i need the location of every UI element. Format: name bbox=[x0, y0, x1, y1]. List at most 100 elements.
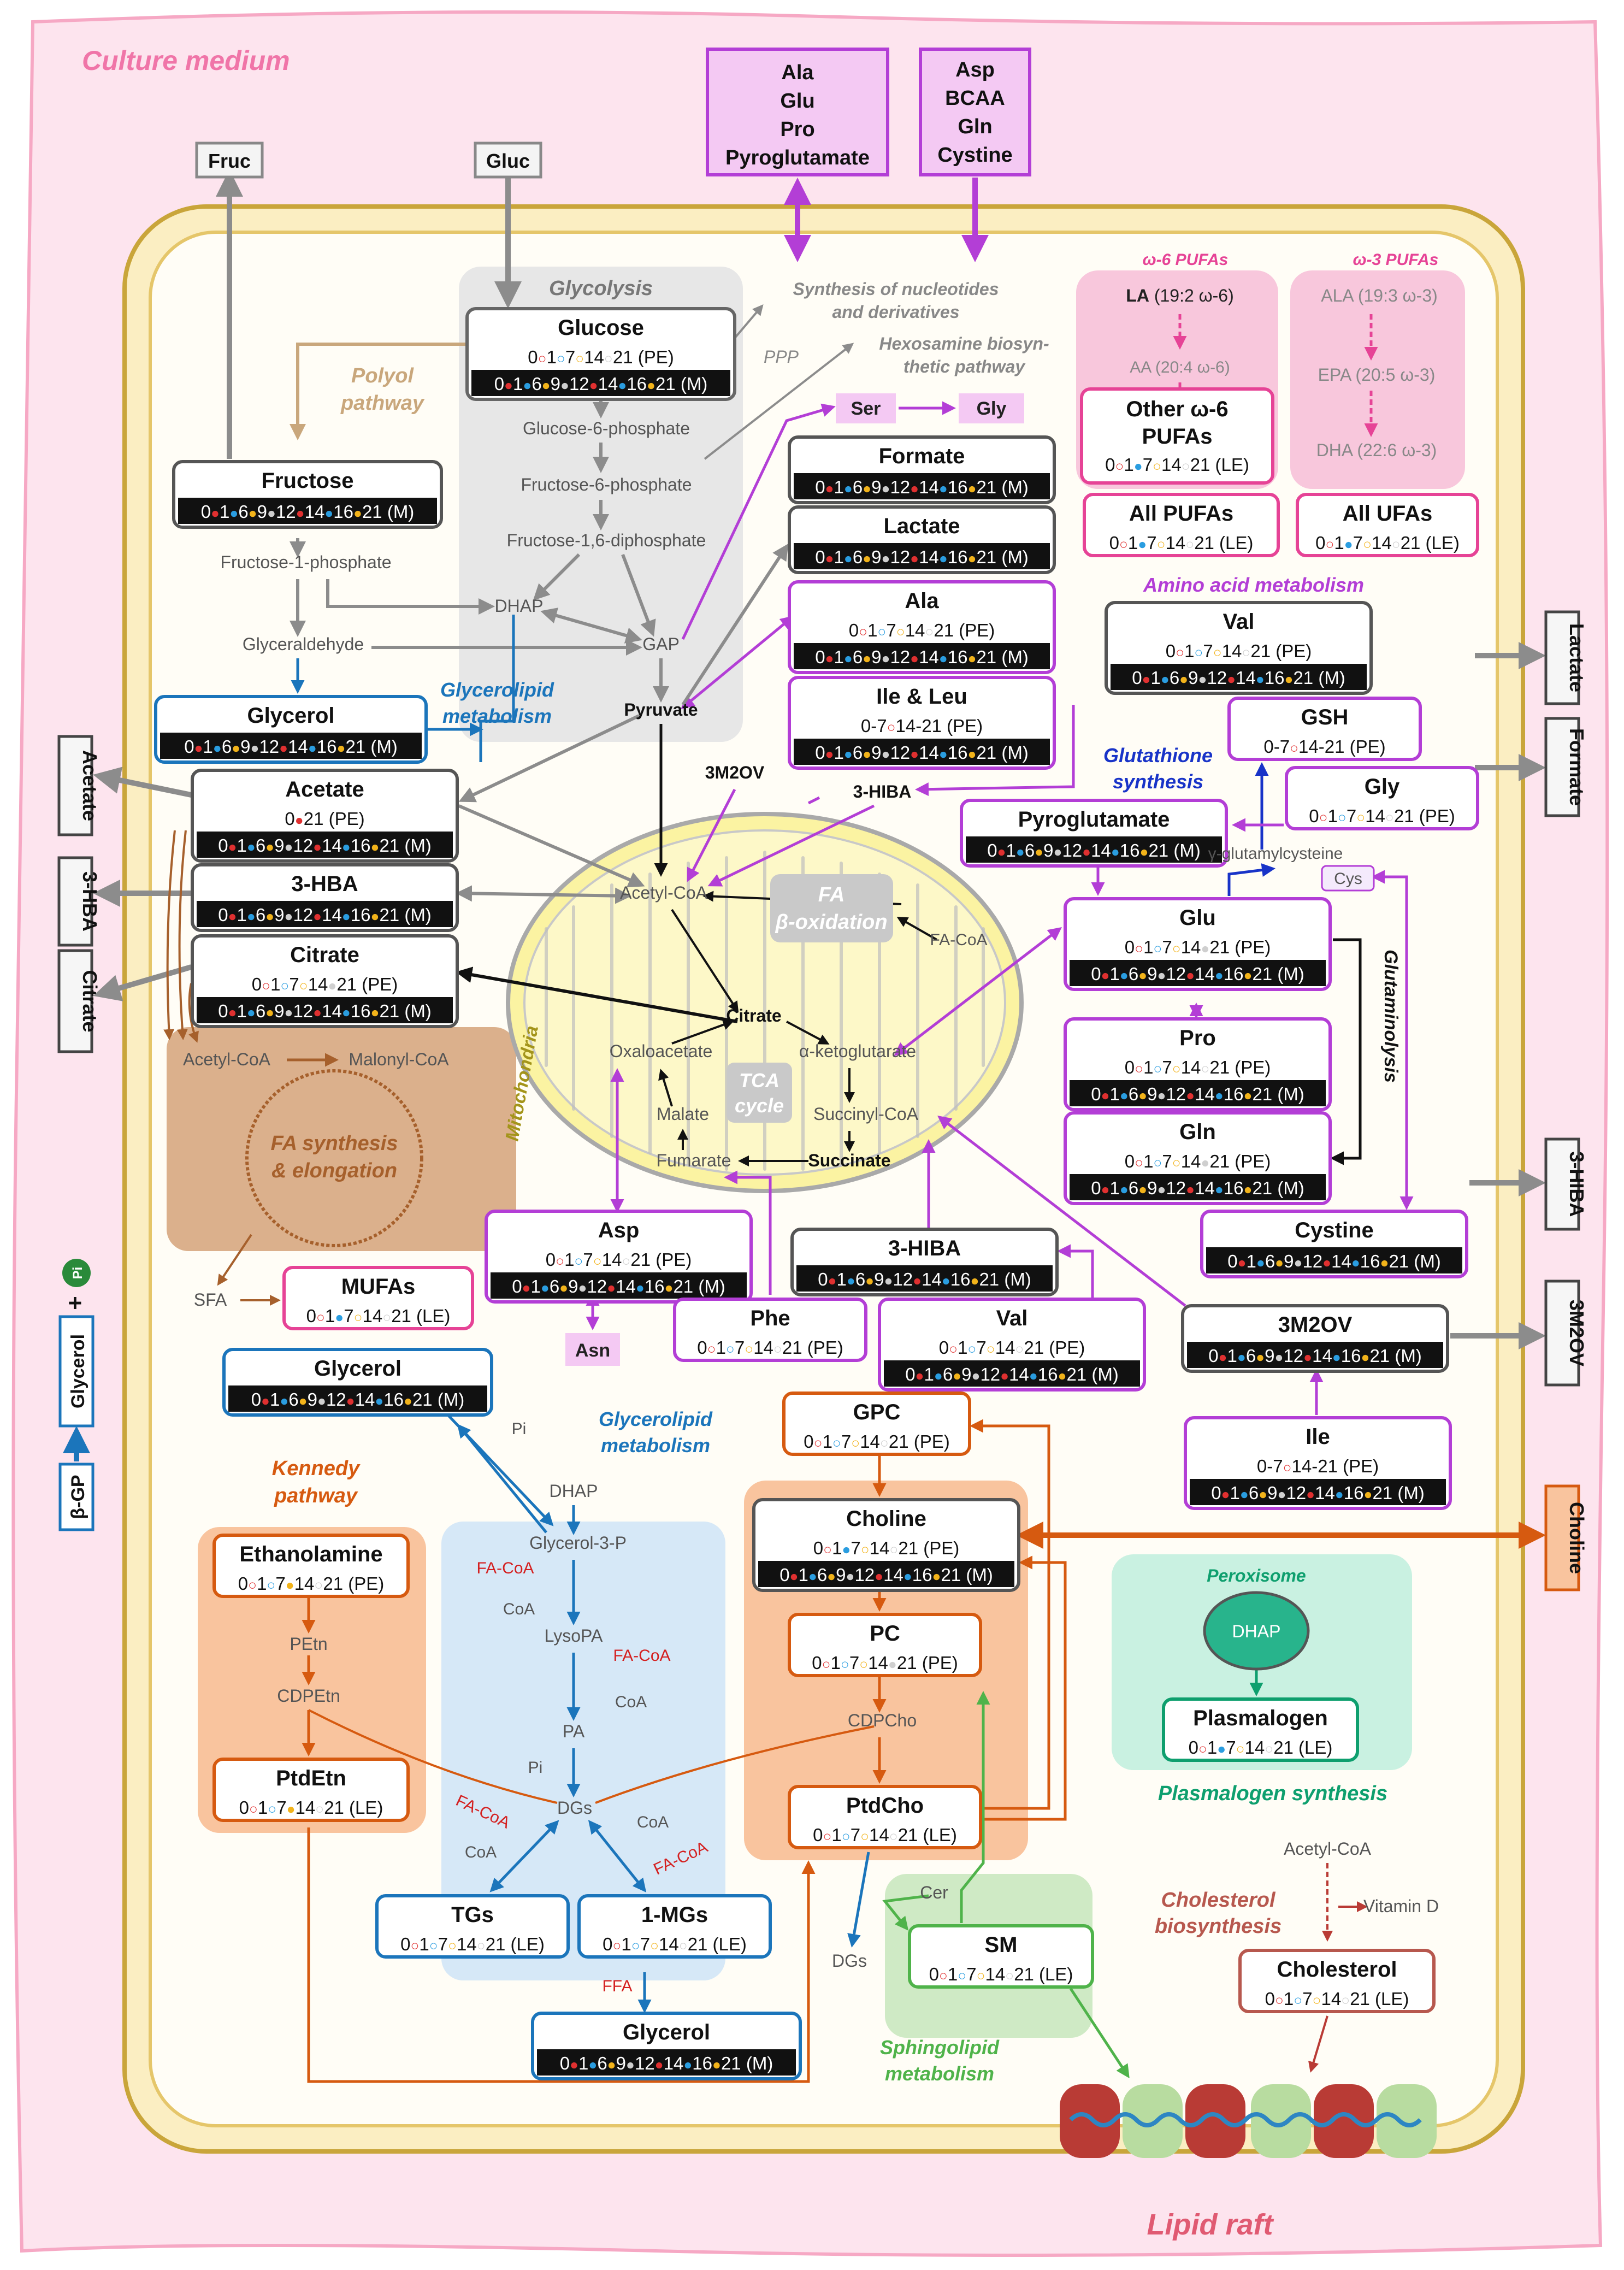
w3-pufa-region bbox=[1290, 270, 1465, 489]
metabolite-name: Glucose bbox=[558, 316, 644, 340]
w3-pufas-label: ω-3 PUFAs bbox=[1353, 251, 1439, 269]
cys-cystine bbox=[1371, 870, 1414, 1210]
out-citrate: Citrate bbox=[79, 970, 101, 1032]
metabolite-name: Ethanolamine bbox=[239, 1542, 382, 1566]
mouse-timecourse-bar bbox=[796, 1265, 1053, 1292]
mouse-timecourse-bar bbox=[1070, 960, 1326, 986]
aa-label: AA (20:4 ω-6) bbox=[1130, 358, 1230, 376]
w6-pufas-label: ω-6 PUFAs bbox=[1143, 251, 1229, 269]
glutathione-synthesis-label: Glutathione bbox=[1103, 744, 1213, 767]
metabolite-box-ethanolamine: Ethanolamine 0○1○7●14○21 (PE) bbox=[212, 1534, 410, 1598]
m2ov-to-acetylcoa bbox=[687, 788, 736, 882]
ileleu-link bbox=[807, 796, 820, 805]
cholesterol-biosynthesis-label: Cholesterol bbox=[1161, 1889, 1275, 1912]
hexosamine-label: thetic pathway bbox=[903, 357, 1026, 376]
sm-to-pc bbox=[960, 1691, 990, 1923]
mouse-timecourse-bar bbox=[197, 832, 453, 858]
glycerolipid-metabolism-2-label: metabolism bbox=[601, 1434, 710, 1457]
timepoint-series: 0○1●7○14○21 (LE) bbox=[1109, 533, 1254, 553]
timepoint-series: 0●1●6●9●12●14●16●21 (M) bbox=[1211, 1483, 1425, 1503]
metabolite-name: Phe bbox=[750, 1306, 790, 1330]
oxaloacetate-label: Oxaloacetate bbox=[610, 1041, 713, 1061]
dhap-glycerol-path bbox=[426, 615, 515, 762]
timepoint-series: 0○1●7○14○21 (LE) bbox=[1189, 1737, 1333, 1758]
culture-medium-label: Culture medium bbox=[82, 45, 290, 76]
dhap2-label: DHAP bbox=[550, 1481, 598, 1501]
acetate-to-acetylcoa-cyto-2 bbox=[176, 830, 188, 1040]
m2ov-small-label: 3M2OV bbox=[705, 763, 765, 782]
timepoint-series: 0○1○7○14○21 (PE) bbox=[1309, 806, 1455, 826]
timepoint-series: 0●1●6●9●12●14●16●21 (M) bbox=[815, 477, 1029, 497]
timepoint-series: 0●1●6●9●12●14●16●21 (M) bbox=[1091, 964, 1304, 984]
synthesis-nucleotides-label: Synthesis of nucleotides bbox=[793, 279, 999, 299]
glu-akg bbox=[894, 927, 1062, 1057]
coa-1-label: CoA bbox=[503, 1600, 535, 1618]
metabolite-name: MUFAs bbox=[341, 1275, 416, 1299]
out-choline-frame bbox=[1544, 1484, 1580, 1591]
timepoint-series: 0○1○7○14○21 (LE) bbox=[400, 1934, 545, 1954]
tca-cycle-box bbox=[727, 1063, 792, 1123]
glutaminolysis-arrow bbox=[1330, 938, 1362, 1165]
synthesis-nucleotides-label: and derivatives bbox=[832, 302, 960, 322]
timepoint-series: 0●1●6●9●12●14●16●21 (M) bbox=[494, 374, 708, 394]
metabolite-name: Glycerol bbox=[314, 1357, 401, 1381]
cer-to-sm bbox=[882, 1894, 929, 1931]
timepoint-series: 0○1○7○14○21 (PE) bbox=[804, 1431, 949, 1452]
metabolite-name: 1-MGs bbox=[641, 1903, 708, 1927]
medium-amino-acid-label: Pyroglutamate bbox=[725, 146, 870, 169]
metabolite-name: Other ω-6 bbox=[1126, 397, 1228, 421]
timepoint-series: 0○1○7○14○21 (LE) bbox=[1265, 1989, 1409, 2009]
metabolite-name: Gln bbox=[1179, 1120, 1216, 1144]
ala-glu-pro-pyroglutamate-box bbox=[706, 48, 889, 176]
val2-to-hiba bbox=[1057, 1244, 1094, 1298]
tca-cycle-label: cycle bbox=[735, 1094, 784, 1117]
cholesterol-biosynthesis-label: biosynthesis bbox=[1155, 1915, 1282, 1938]
fruc-box-frame bbox=[195, 141, 264, 179]
mouse-timecourse-bar bbox=[178, 498, 437, 524]
timepoint-series: 0●1●6●9●12●14●16●21 (M) bbox=[1208, 1346, 1422, 1366]
mouse-timecourse-bar bbox=[197, 997, 453, 1023]
metabolite-name: Val bbox=[996, 1306, 1028, 1330]
metabolite-box-frame bbox=[212, 1758, 410, 1822]
out-3m2ov: 3M2OV bbox=[1566, 1300, 1588, 1366]
peroxisome-label: Peroxisome bbox=[1207, 1566, 1306, 1585]
metabolite-box-frame bbox=[782, 1392, 971, 1456]
sm-to-raft bbox=[1069, 1988, 1130, 2079]
timepoint-series: 0○1○7●14○21 (PE) bbox=[238, 1573, 384, 1594]
pa-label: PA bbox=[563, 1721, 585, 1741]
timepoint-series: 0●1●6●9●12●14●16●21 (M) bbox=[815, 647, 1029, 667]
gly-small-box bbox=[959, 393, 1024, 423]
ptdcho-to-choline bbox=[983, 1555, 1067, 1821]
hiba-small-label: 3-HIBA bbox=[853, 782, 912, 801]
mouse-timecourse-bar bbox=[966, 836, 1222, 863]
glycerol-side-label: Glycerol bbox=[68, 1334, 88, 1408]
m2ov-to-succoa bbox=[937, 1115, 1186, 1307]
out-citrate-frame bbox=[57, 949, 93, 1053]
metabolite-name: All PUFAs bbox=[1129, 502, 1233, 526]
mouse-timecourse-bar bbox=[794, 643, 1050, 669]
glycerolipid-metabolism-label: metabolism bbox=[442, 705, 552, 727]
malate-to-oxaloacetate bbox=[658, 1069, 673, 1107]
fa-synthesis-label: FA synthesis bbox=[270, 1132, 398, 1155]
asp-bcaa-gln-cystine-box bbox=[919, 48, 1031, 176]
tca-cycle-label: TCA bbox=[739, 1069, 779, 1092]
acetylcoa-to-citrate bbox=[671, 909, 739, 1013]
polyol-pathway-label: Polyol bbox=[351, 364, 414, 387]
dgs-label: DGs bbox=[557, 1798, 592, 1818]
out-3hiba-frame bbox=[1544, 1137, 1580, 1231]
malate-label: Malate bbox=[657, 1104, 709, 1124]
timepoint-series: 0○1○7○14●21 (PE) bbox=[1125, 937, 1271, 957]
timepoint-series: 0●1●6●9●12●14●16●21 (M) bbox=[779, 1565, 993, 1585]
plus-sign: + bbox=[62, 1296, 88, 1310]
metabolite-name: 3-HBA bbox=[291, 872, 358, 896]
